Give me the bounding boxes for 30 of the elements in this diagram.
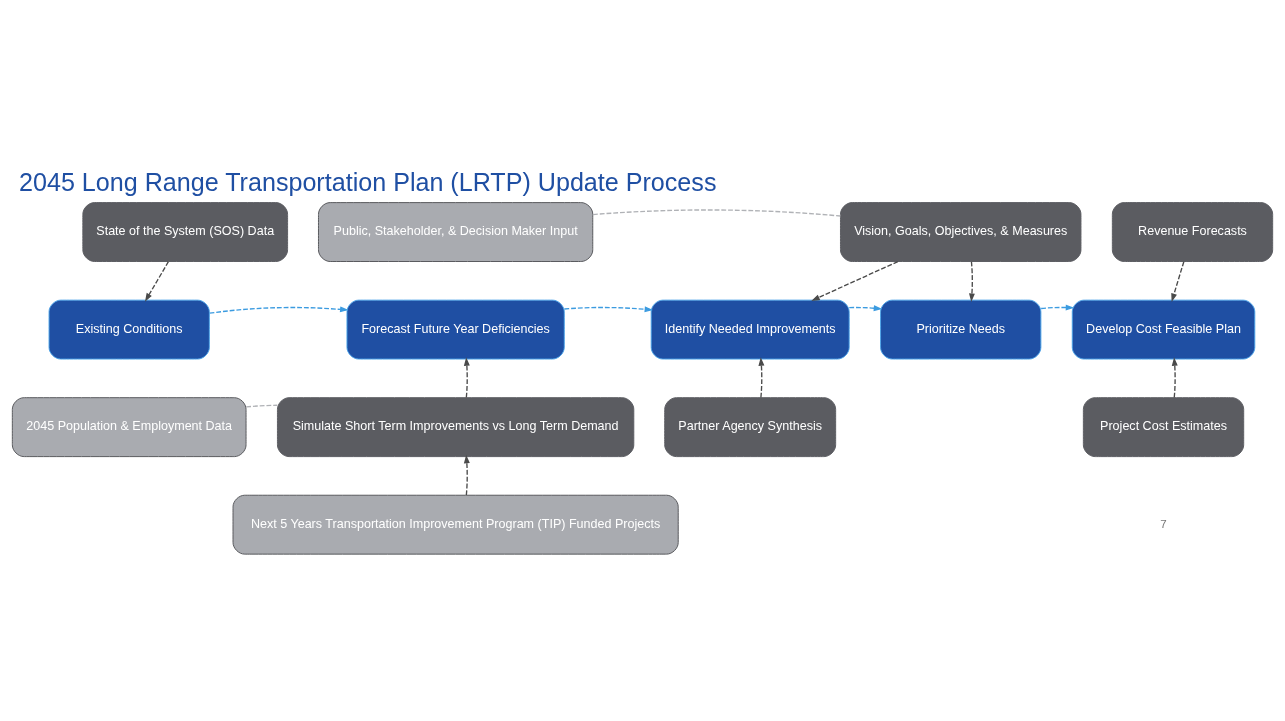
node-box: 2045 Population & Employment Data [11,397,247,458]
node-box: Public, Stakeholder, & Decision Maker Input [318,202,594,262]
node-box: Partner Agency Synthesis [664,397,837,458]
arrow [208,306,349,314]
connector [245,404,278,408]
arrow [144,261,170,302]
arrow [969,261,975,302]
arrow [463,454,470,496]
node-box: Prioritize Needs [880,299,1042,360]
arrow [563,306,654,313]
node-box: Revenue Forecasts [1111,202,1274,262]
arrow [811,260,899,301]
connector [592,209,842,217]
arrow [1171,261,1185,302]
arrow [1040,304,1075,311]
node-box: Develop Cost Feasible Plan [1071,299,1256,360]
node-box: Simulate Short Term Improvements vs Long Term Demand [276,397,635,458]
arrow [758,357,765,399]
node-box: Project Cost Estimates [1082,397,1245,458]
diagram-title: 2045 Long Range Transportation Plan (LRTP) Update Process [19,167,717,196]
arrow [848,305,883,312]
label: 7 [1160,517,1167,530]
node-box: Next 5 Years Transportation Improvement Program (TIP) Funded Projects [232,494,679,555]
node-box: Existing Conditions [48,299,210,360]
node-box: Identify Needed Improvements [650,299,850,360]
node-box: State of the System (SOS) Data [82,202,289,262]
node-box: Forecast Future Year Deficiencies [346,299,565,360]
arrow [1171,357,1178,399]
node-box: Vision, Goals, Objectives, & Measures [840,202,1082,262]
arrow [463,357,470,399]
